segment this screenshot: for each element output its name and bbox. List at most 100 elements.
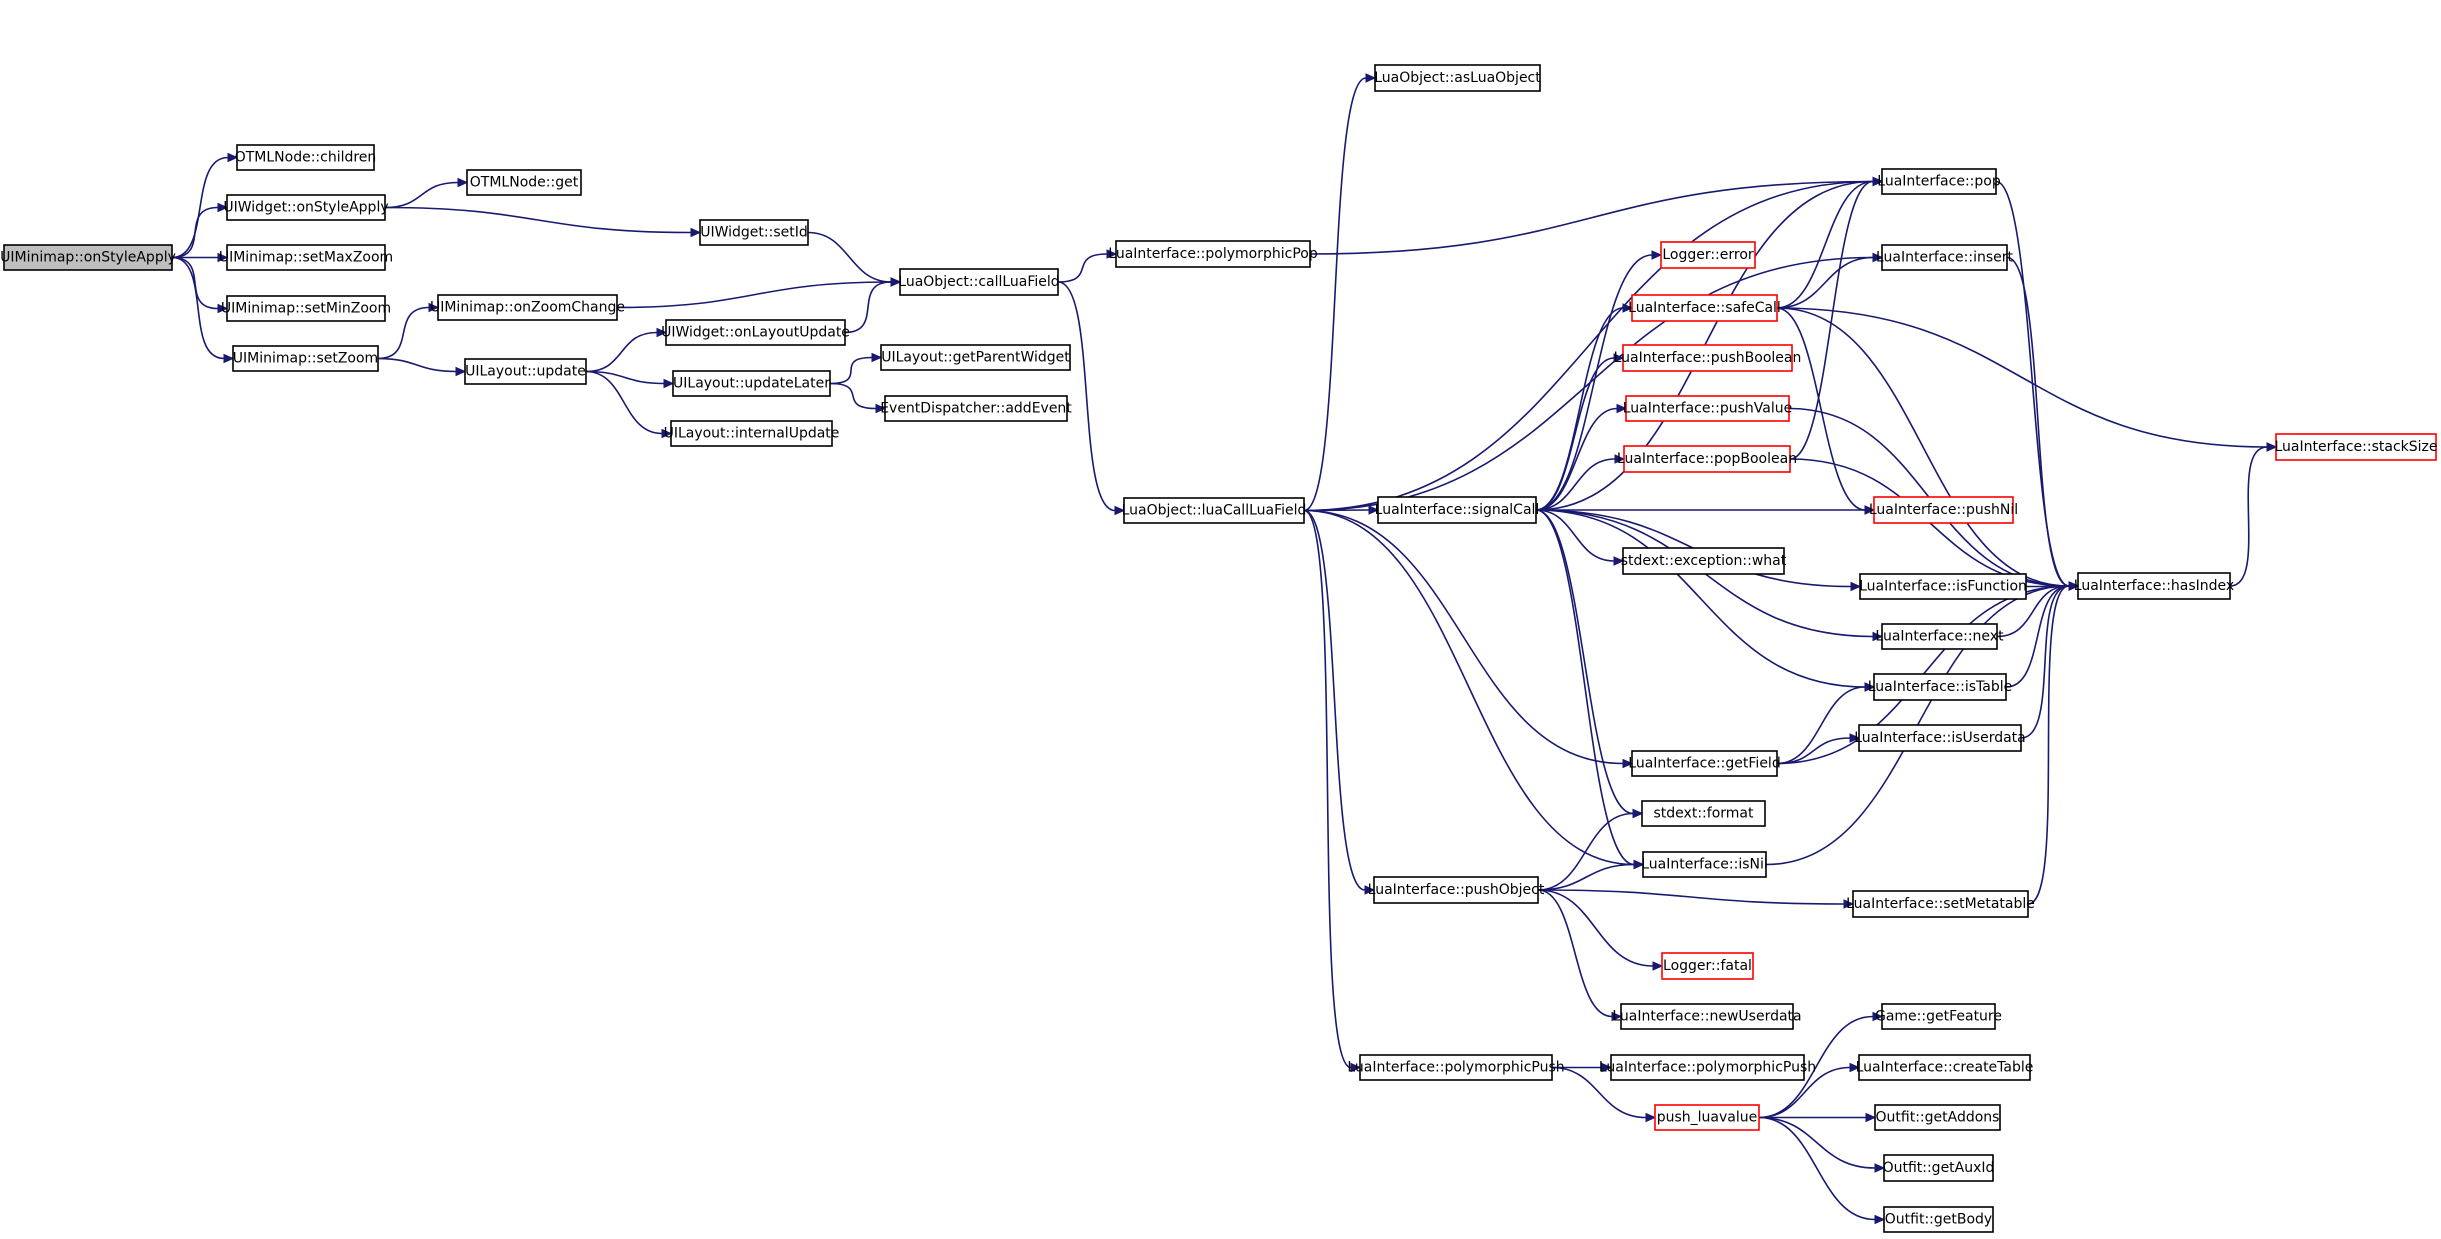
node-luainterface-polymorphicpop[interactable]: LuaInterface::polymorphicPop — [1108, 240, 1318, 268]
node-uiwidget-onlayoutupdate[interactable]: UIWidget::onLayoutUpdate — [661, 319, 850, 346]
node-box[interactable] — [226, 244, 386, 271]
node-box[interactable] — [699, 219, 809, 246]
node-uiminimap-setzoom[interactable]: UIMinimap::setZoom — [232, 345, 379, 372]
node-stdext-format[interactable]: stdext::format — [1641, 800, 1766, 827]
node-box[interactable] — [1881, 168, 1997, 195]
node-box[interactable] — [1115, 240, 1311, 268]
node-luaobject-asluaobject[interactable]: LuaObject::asLuaObject — [1374, 64, 1541, 92]
node-otmlnode-get[interactable]: OTMLNode::get — [466, 169, 582, 196]
node-luaobject-luacallluafield[interactable]: LuaObject::luaCallLuaField — [1122, 497, 1307, 524]
node-box[interactable] — [1622, 344, 1793, 372]
node-luainterface-isnil[interactable]: LuaInterface::isNil — [1641, 851, 1768, 878]
node-luainterface-isuserdata[interactable]: LuaInterface::isUserdata — [1854, 724, 2026, 752]
node-box[interactable] — [232, 345, 379, 372]
node-box[interactable] — [1641, 800, 1766, 827]
node-luainterface-stacksize[interactable]: LuaInterface::stackSize — [2274, 433, 2438, 461]
node-outfit-getaddons[interactable]: Outfit::getAddons — [1874, 1104, 2001, 1131]
node-luainterface-pushnil[interactable]: LuaInterface::pushNil — [1869, 496, 2018, 524]
node-game-getfeature[interactable]: Game::getFeature — [1875, 1003, 2002, 1030]
node-luainterface-polymorphicpush[interactable]: LuaInterface::polymorphicPush — [1599, 1054, 1816, 1081]
node-box[interactable] — [1661, 952, 1754, 980]
node-luainterface-pop[interactable]: LuaInterface::pop — [1877, 168, 2001, 195]
node-box[interactable] — [1631, 750, 1778, 777]
node-box[interactable] — [670, 420, 833, 447]
node-box[interactable] — [1610, 1054, 1805, 1081]
node-outfit-getbody[interactable]: Outfit::getBody — [1883, 1206, 1994, 1233]
node-box[interactable] — [2077, 572, 2231, 600]
node-uiwidget-setid[interactable]: UIWidget::setId — [699, 219, 809, 246]
node-box[interactable] — [466, 169, 582, 196]
node-box[interactable] — [1852, 890, 2029, 918]
node-outfit-getauxid[interactable]: Outfit::getAuxId — [1883, 1154, 1995, 1182]
node-box[interactable] — [437, 294, 618, 321]
node-otmlnode-children[interactable]: OTMLNode::children — [235, 144, 377, 171]
node-luainterface-hasindex[interactable]: LuaInterface::hasIndex — [2074, 572, 2234, 600]
node-uilayout-internalupdate[interactable]: UILayout::internalUpdate — [664, 420, 840, 447]
node-uiminimap-onstyleapply[interactable]: UIMinimap::onStyleApply — [0, 244, 176, 271]
node-luainterface-signalcall[interactable]: LuaInterface::signalCall — [1375, 496, 1540, 524]
node-box[interactable] — [1881, 623, 1998, 650]
node-box[interactable] — [1883, 1206, 1994, 1233]
node-box[interactable] — [1858, 724, 2022, 752]
node-uiminimap-setminzoom[interactable]: UIMinimap::setMinZoom — [221, 295, 391, 322]
node-box[interactable] — [1631, 294, 1778, 322]
node-box[interactable] — [1654, 1104, 1760, 1131]
node-box[interactable] — [1874, 1104, 2001, 1131]
node-uilayout-getparentwidget[interactable]: UILayout::getParentWidget — [880, 344, 1071, 371]
node-box[interactable] — [1642, 851, 1767, 878]
node-box[interactable] — [1873, 496, 2014, 524]
node-logger-fatal[interactable]: Logger::fatal — [1661, 952, 1754, 980]
node-box[interactable] — [665, 319, 846, 346]
node-luainterface-isfunction[interactable]: LuaInterface::isFunction — [1859, 573, 2027, 600]
node-push-luavalue[interactable]: push_luavalue — [1654, 1104, 1760, 1131]
node-uiwidget-onstyleapply[interactable]: UIWidget::onStyleApply — [223, 194, 389, 221]
node-luainterface-pushvalue[interactable]: LuaInterface::pushValue — [1623, 395, 1793, 422]
node-luaobject-callluafield[interactable]: LuaObject::callLuaField — [898, 268, 1060, 296]
node-box[interactable] — [1623, 445, 1791, 473]
node-box[interactable] — [884, 395, 1068, 422]
node-stdext-exception-what[interactable]: stdext::exception::what — [1621, 547, 1787, 575]
node-box[interactable] — [899, 268, 1059, 296]
node-box[interactable] — [1377, 496, 1537, 524]
node-luainterface-popboolean[interactable]: LuaInterface::popBoolean — [1617, 445, 1797, 473]
node-luainterface-createtable[interactable]: LuaInterface::createTable — [1856, 1054, 2034, 1081]
node-box[interactable] — [1620, 1003, 1794, 1030]
node-box[interactable] — [1625, 395, 1790, 422]
node-box[interactable] — [1859, 573, 2027, 600]
node-box[interactable] — [1660, 241, 1756, 269]
node-luainterface-insert[interactable]: LuaInterface::insert — [1876, 244, 2014, 271]
node-logger-error[interactable]: Logger::error — [1660, 241, 1756, 269]
node-uilayout-update[interactable]: UILayout::update — [464, 358, 587, 385]
node-box[interactable] — [880, 344, 1071, 371]
node-luainterface-setmetatable[interactable]: LuaInterface::setMetatable — [1846, 890, 2035, 918]
node-uilayout-updatelater[interactable]: UILayout::updateLater — [672, 370, 831, 397]
node-box[interactable] — [226, 194, 386, 221]
node-box[interactable] — [1873, 673, 2007, 701]
node-box[interactable] — [236, 144, 375, 171]
node-luainterface-istable[interactable]: LuaInterface::isTable — [1868, 673, 2013, 701]
node-box[interactable] — [1858, 1054, 2031, 1081]
node-uiminimap-onzoomchange[interactable]: UIMinimap::onZoomChange — [430, 294, 625, 321]
node-box[interactable] — [672, 370, 831, 397]
node-box[interactable] — [1359, 1054, 1553, 1081]
node-box[interactable] — [226, 295, 386, 322]
node-box[interactable] — [3, 244, 173, 271]
node-luainterface-getfield[interactable]: LuaInterface::getField — [1628, 750, 1781, 777]
node-luainterface-next[interactable]: LuaInterface::next — [1875, 623, 2004, 650]
node-luainterface-safecall[interactable]: LuaInterface::safeCall — [1628, 294, 1781, 322]
node-box[interactable] — [464, 358, 587, 385]
node-box[interactable] — [1881, 244, 2008, 271]
node-box[interactable] — [1123, 497, 1305, 524]
node-luainterface-pushobject[interactable]: LuaInterface::pushObject — [1368, 876, 1545, 904]
node-box[interactable] — [2275, 433, 2437, 461]
node-box[interactable] — [1373, 876, 1539, 904]
node-luainterface-newuserdata[interactable]: LuaInterface::newUserdata — [1612, 1003, 1802, 1030]
node-luainterface-polymorphicpush[interactable]: LuaInterface::polymorphicPush — [1347, 1054, 1565, 1081]
node-luainterface-pushboolean[interactable]: LuaInterface::pushBoolean — [1614, 344, 1802, 372]
node-box[interactable] — [1883, 1154, 1994, 1182]
node-box[interactable] — [1881, 1003, 1996, 1030]
node-box[interactable] — [1374, 64, 1541, 92]
node-box[interactable] — [1622, 547, 1785, 575]
node-uiminimap-setmaxzoom[interactable]: UIMinimap::setMaxZoom — [219, 244, 393, 271]
node-eventdispatcher-addevent[interactable]: EventDispatcher::addEvent — [880, 395, 1072, 422]
